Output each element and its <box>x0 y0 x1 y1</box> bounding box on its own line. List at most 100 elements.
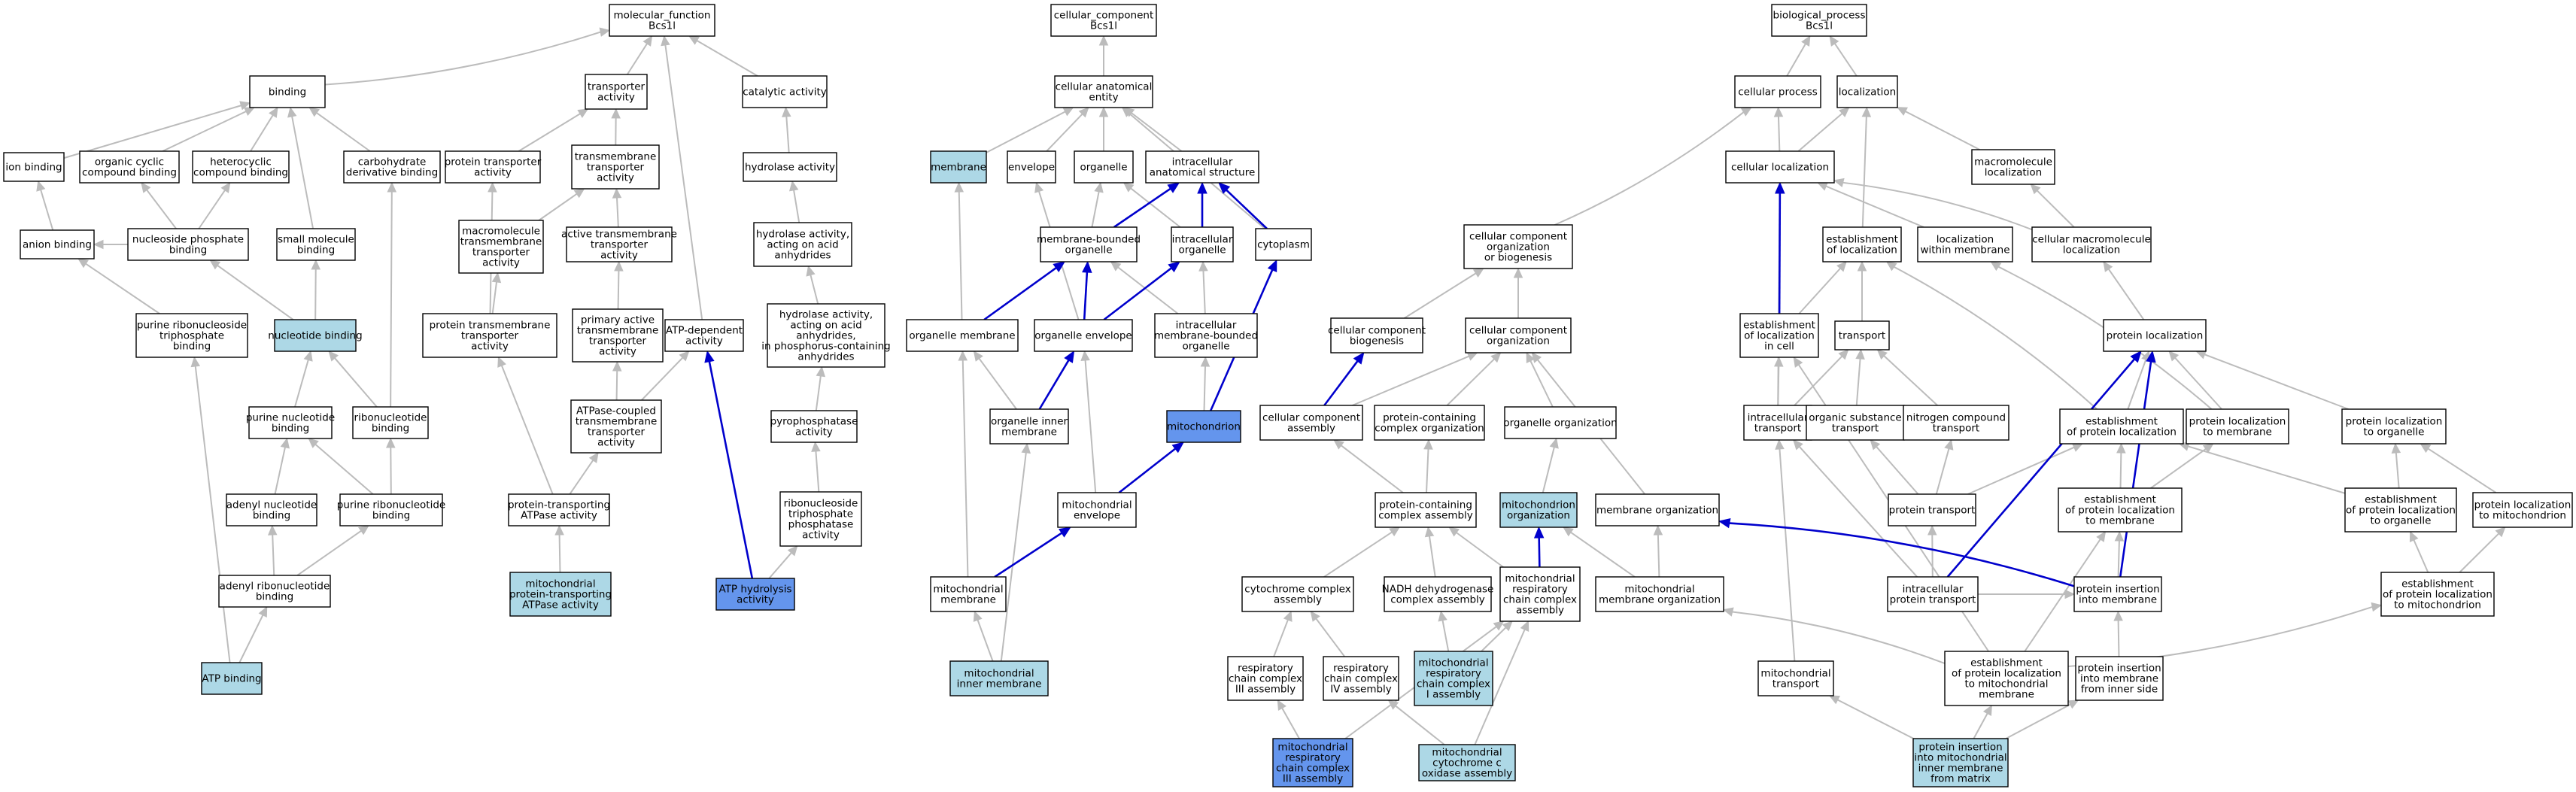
edge-purribotri-to-anion <box>77 258 160 314</box>
go-term-box <box>715 578 795 611</box>
go-term-box <box>585 74 648 110</box>
go-term-box <box>571 144 660 190</box>
go-term-label: inner membrane <box>1918 763 2003 775</box>
edge-pyrophos-to-hydacidphos <box>815 366 826 411</box>
edge-mitorespasm-to-mitoorg <box>1533 526 1545 568</box>
go-term-label: transporter <box>591 239 649 251</box>
go-term-label: assembly <box>1274 594 1322 606</box>
edge-orgcyc-to-binding <box>162 107 255 152</box>
go-term-label: establishment <box>2084 494 2156 506</box>
go-term-label: primary active <box>581 314 655 326</box>
edge-intraprot-to-protloc <box>1946 350 2142 578</box>
go-term-box <box>566 226 673 262</box>
edge-protcompasm-to-ccassembly <box>1333 439 1404 493</box>
go-term-label: purine nucleotide <box>246 412 335 424</box>
go-term-label: adenyl nucleotide <box>226 499 317 511</box>
edge-protlocmemb-to-protloc <box>2168 350 2222 410</box>
go-term-label: protein localization <box>2189 416 2286 428</box>
edge-estprotlocmitomemb-to-estprotlocmemb <box>2024 531 2107 652</box>
go-term-label: membrane <box>1979 689 2034 701</box>
go-term-label: protein-containing <box>1383 412 1476 424</box>
go-term-box <box>742 75 828 108</box>
go-term-label: macromolecule <box>1974 156 2052 168</box>
edge-nadh-to-protcompasm <box>1424 526 1436 578</box>
go-term-label: of protein localization <box>2067 426 2177 438</box>
go-term-label: from inner side <box>2081 684 2158 696</box>
go-term-box <box>1465 317 1572 354</box>
go-term-box <box>1034 319 1133 352</box>
edge-macroloc-to-localization <box>1896 107 1980 150</box>
go-term-label: intracellular <box>1172 234 1233 246</box>
go-term-box <box>1384 576 1492 612</box>
edge-protloc-to-cellmacroloc <box>2103 261 2145 320</box>
edge-atpbind-to-purribotri <box>190 356 231 663</box>
go-term-label: respiratory <box>1426 668 1481 680</box>
go-term-label: transmembrane <box>577 325 659 337</box>
edge-membbound-to-organelle <box>1091 181 1104 228</box>
edge-resp4-to-cytcomplex <box>1310 611 1346 657</box>
go-term-box <box>779 491 862 547</box>
go-term-box <box>1375 492 1477 528</box>
go-term-label: chain complex <box>1229 673 1302 685</box>
go-term-box <box>127 228 249 261</box>
go-term-box <box>2073 576 2162 612</box>
go-term-box <box>1971 149 2055 185</box>
edge-localization-to-bp <box>1829 35 1858 77</box>
go-term-box <box>1074 150 1134 184</box>
go-term-box <box>743 152 837 182</box>
go-term-box <box>2031 226 2152 262</box>
edge-intraanat-to-cae <box>1123 107 1183 152</box>
go-term-label: transmembrane <box>576 416 658 428</box>
go-term-box <box>664 319 744 352</box>
go-term-label: ATP hydrolysis <box>718 584 791 596</box>
edge-membrane-to-cae <box>986 107 1074 153</box>
go-term-label: III assembly <box>1283 773 1343 785</box>
edge-orginner-to-orgmemb <box>973 350 1017 410</box>
go-term-box <box>770 410 858 443</box>
graph-edges <box>36 27 2506 745</box>
go-term-label: ATPase activity <box>521 510 597 522</box>
go-term-box <box>2472 492 2573 528</box>
go-term-label: acting on acid <box>767 239 838 251</box>
go-term-box <box>1463 224 1573 269</box>
edge-estprotlocorg-to-protlocorg <box>2391 442 2401 489</box>
go-term-box <box>1888 493 1976 526</box>
go-term-box <box>767 303 886 368</box>
go-term-label: cellular_component <box>1054 10 1153 22</box>
go-term-label: localization <box>1839 86 1896 99</box>
go-term-localization: localization <box>1836 75 1898 108</box>
go-term-label: organization <box>1507 510 1570 522</box>
go-term-label: protein insertion <box>2077 663 2161 675</box>
edge-mitorespasm-to-protcompasm <box>1448 526 1504 568</box>
go-term-box <box>2103 319 2207 352</box>
go-term-box <box>1887 576 1979 612</box>
edge-ccassembly-to-ccbio <box>1323 351 1365 406</box>
edge-organelle-to-cae <box>1098 106 1109 151</box>
go-term-label: organelle organization <box>1503 417 1617 429</box>
go-term-label: protein transport <box>1889 505 1976 517</box>
edge-protatpase-to-atpcoupled <box>569 452 599 495</box>
go-term-label: cellular macromolecule <box>2032 234 2151 246</box>
edge-cytoplasm-to-intraanat <box>1218 182 1268 229</box>
edge-estprotloc-to-protloc <box>2127 350 2150 410</box>
go-term-box <box>1725 150 1835 184</box>
go-term-label: to organelle <box>2364 426 2425 438</box>
edge-cellmacroloc-to-macroloc <box>2030 184 2075 228</box>
go-term-box <box>1903 405 2009 441</box>
